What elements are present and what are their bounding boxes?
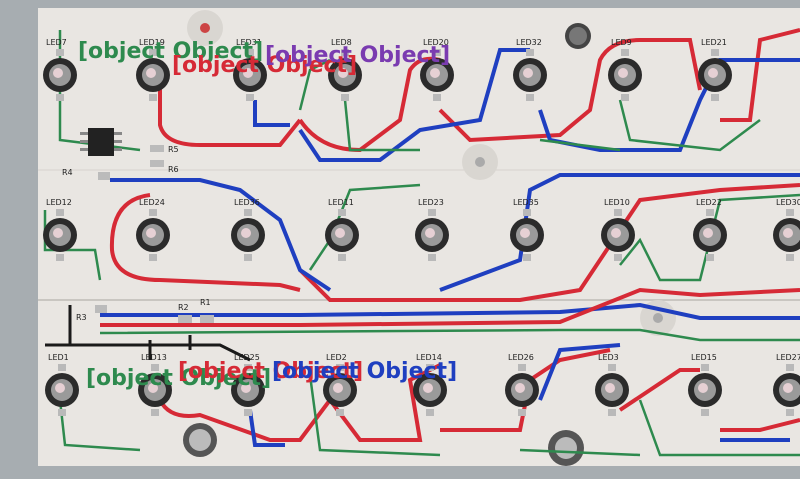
led-emitter: LED27 bbox=[773, 353, 800, 416]
green-wire bbox=[58, 374, 800, 457]
handwritten-letter: [object Object] bbox=[78, 39, 263, 64]
resistor-pad bbox=[178, 315, 192, 323]
handwritten-letter: [object Object] bbox=[172, 53, 357, 78]
handwritten-letter: [object Object] bbox=[272, 359, 457, 384]
led-emitter: LED1 bbox=[45, 353, 79, 416]
led-emitter: LED22 bbox=[693, 198, 727, 261]
component-label: R2 bbox=[178, 303, 189, 312]
led-emitter: LED19 bbox=[136, 38, 170, 101]
led-emitter: LED2 bbox=[323, 353, 357, 416]
handwritten-letter: [object Object] bbox=[86, 366, 271, 391]
component-label: R3 bbox=[76, 313, 87, 322]
red-wire bbox=[100, 287, 800, 327]
blue-wire bbox=[253, 100, 290, 127]
red-wire bbox=[438, 38, 702, 143]
led-label: LED22 bbox=[696, 198, 722, 207]
red-wire bbox=[158, 80, 302, 147]
led-emitter: LED11 bbox=[325, 198, 359, 261]
led-emitter: LED12 bbox=[43, 198, 77, 261]
handwritten-letter: [object Object] bbox=[178, 359, 363, 384]
blue-wire bbox=[298, 48, 530, 162]
component-label: R1 bbox=[200, 298, 211, 307]
led-emitter: LED35 bbox=[510, 198, 544, 261]
led-emitter: LED24 bbox=[136, 198, 170, 261]
led-label: LED20 bbox=[423, 38, 449, 47]
black-wire bbox=[45, 305, 251, 362]
led-label: LED31 bbox=[236, 38, 262, 47]
led-label: LED35 bbox=[513, 198, 539, 207]
green-wire bbox=[99, 328, 800, 342]
led-label: LED36 bbox=[234, 198, 260, 207]
led-emitter: LED13 bbox=[138, 353, 172, 416]
led-label: LED25 bbox=[234, 353, 260, 362]
led-label: LED8 bbox=[331, 38, 352, 47]
resistor-pad bbox=[95, 305, 107, 313]
led-emitter: LED15 bbox=[688, 353, 722, 416]
led-label: LED21 bbox=[701, 38, 727, 47]
led-label: LED19 bbox=[139, 38, 165, 47]
led-emitter: LED30 bbox=[773, 198, 800, 261]
component-label: R6 bbox=[168, 165, 179, 174]
led-label: LED23 bbox=[418, 198, 444, 207]
led-emitter: LED25 bbox=[231, 353, 265, 416]
led-label: LED12 bbox=[46, 198, 72, 207]
led-label: LED14 bbox=[416, 353, 442, 362]
red-wire bbox=[158, 363, 441, 442]
screw bbox=[565, 23, 591, 49]
resistor-pad bbox=[150, 145, 164, 152]
green-wire bbox=[58, 30, 761, 152]
led-label: LED15 bbox=[691, 353, 717, 362]
red-wire bbox=[720, 28, 800, 122]
component-label: R4 bbox=[62, 168, 73, 177]
led-emitter: LED23 bbox=[415, 198, 449, 261]
led-label: LED1 bbox=[48, 353, 69, 362]
led-emitter: LED21 bbox=[698, 38, 732, 101]
led-label: LED3 bbox=[598, 353, 619, 362]
led-label: LED11 bbox=[328, 198, 354, 207]
screw bbox=[548, 430, 584, 466]
led-label: LED27 bbox=[776, 353, 800, 362]
led-emitter: LED7 bbox=[43, 38, 77, 101]
led-label: LED30 bbox=[776, 198, 800, 207]
ic-chip bbox=[80, 128, 122, 156]
led-emitter: LED8 bbox=[328, 38, 362, 101]
led-emitter: LED31 bbox=[233, 38, 267, 101]
led-label: LED13 bbox=[141, 353, 167, 362]
led-label: LED2 bbox=[326, 353, 347, 362]
led-emitter: LED26 bbox=[505, 353, 539, 416]
led-label: LED9 bbox=[611, 38, 632, 47]
led-label: LED32 bbox=[516, 38, 542, 47]
component-label: R5 bbox=[168, 145, 179, 154]
led-emitter: LED3 bbox=[595, 353, 629, 416]
led-array: LED7 LED19 LED31 LED8 LED20 LED32 LED9 LED21LED… bbox=[43, 38, 800, 416]
blue-wire bbox=[439, 173, 800, 292]
led-emitter: LED20 bbox=[420, 38, 454, 101]
screw bbox=[183, 423, 217, 457]
red-wire bbox=[298, 183, 800, 302]
handwritten-letter: [object Object] bbox=[265, 43, 450, 68]
led-label: LED24 bbox=[139, 198, 165, 207]
led-emitter: LED32 bbox=[513, 38, 547, 101]
blue-wire bbox=[248, 343, 790, 447]
led-label: LED7 bbox=[46, 38, 67, 47]
led-emitter: LED10 bbox=[601, 198, 635, 261]
red-wire bbox=[109, 193, 301, 292]
led-label: LED26 bbox=[508, 353, 534, 362]
resistor-pad bbox=[150, 160, 164, 167]
led-emitter: LED9 bbox=[608, 38, 642, 101]
blue-wire bbox=[100, 302, 800, 320]
blue-wire bbox=[110, 178, 332, 292]
resistor-pad bbox=[200, 315, 214, 323]
led-emitter: LED14 bbox=[413, 353, 447, 416]
led-label: LED10 bbox=[604, 198, 630, 207]
led-emitter: LED36 bbox=[231, 198, 265, 261]
mounting-hole bbox=[462, 144, 498, 180]
mounting-hole bbox=[187, 10, 223, 46]
red-wire bbox=[298, 56, 441, 153]
resistor-pad bbox=[98, 172, 110, 180]
